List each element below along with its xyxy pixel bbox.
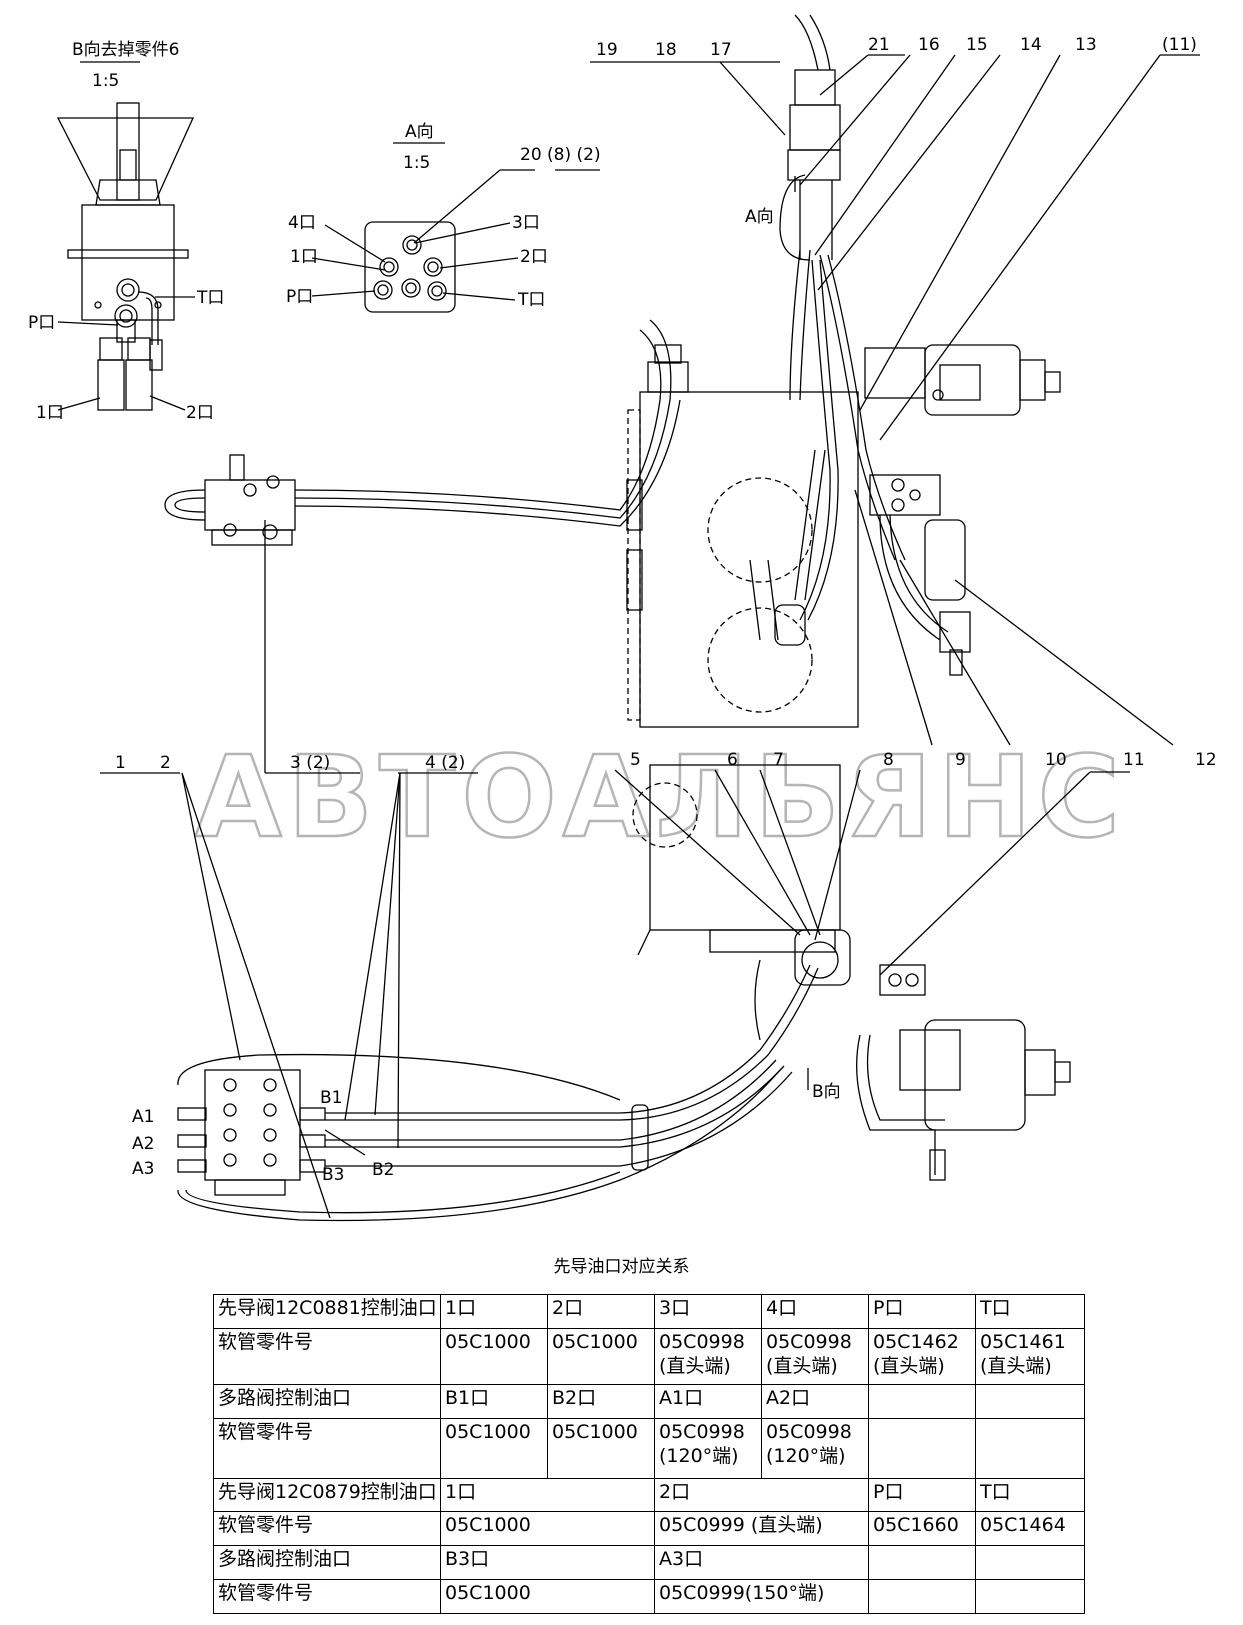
view-a-port-2: 2口 <box>520 247 548 267</box>
callout-7: 7 <box>773 750 784 770</box>
table-row: 软管零件号 05C1000 05C1000 05C0998(直头端) 05C09… <box>213 1327 1085 1385</box>
table-row: 多路阀控制油口 B3口 A3口 <box>213 1545 1085 1581</box>
view-a-title: A向 <box>405 122 434 142</box>
view-a-callout: 20 (8) (2) <box>520 145 601 165</box>
callout-18: 18 <box>655 40 677 60</box>
callout-15: 15 <box>966 35 988 55</box>
callout-11: 11 <box>1123 750 1145 770</box>
callout-16: 16 <box>918 35 940 55</box>
table-row: 多路阀控制油口 B1口 B2口 A1口 A2口 <box>213 1383 1085 1419</box>
upper-leaders <box>590 54 1200 1090</box>
callout-14: 14 <box>1020 35 1042 55</box>
view-b-port-t: T口 <box>196 288 224 308</box>
direction-a-label: A向 <box>745 207 774 227</box>
upper-assembly <box>164 14 1061 728</box>
table-row: 先导阀12C0881控制油口 1口 2口 3口 4口 P口 T口 <box>213 1294 1085 1329</box>
view-b-scale: 1:5 <box>92 71 119 91</box>
callout-10: 10 <box>1045 750 1067 770</box>
valve-port-a2: A2 <box>132 1134 154 1154</box>
lower-assembly <box>100 520 1130 1222</box>
view-a-port-3: 3口 <box>512 213 540 233</box>
view-b-title: B向去掉零件6 <box>72 40 179 60</box>
callout-6: 6 <box>727 750 738 770</box>
callout-21: 21 <box>868 35 890 55</box>
table-title: 先导油口对应关系 <box>553 1257 690 1277</box>
view-a-valve-ports <box>311 142 600 313</box>
table-row: 软管零件号 05C1000 05C1000 05C0998(120°端) 05C… <box>213 1417 1085 1479</box>
view-b-port-2: 2口 <box>186 403 214 423</box>
valve-port-a3: A3 <box>132 1159 154 1179</box>
callout-12: 12 <box>1195 750 1217 770</box>
valve-port-b3: B3 <box>322 1165 344 1185</box>
direction-b-label: B向 <box>812 1082 841 1102</box>
view-a-scale: 1:5 <box>403 153 430 173</box>
table-row: 先导阀12C0879控制油口 1口 2口 P口 T口 <box>213 1477 1085 1513</box>
watermark: АВТОАЛЬЯНС <box>195 733 1126 863</box>
valve-port-b1: B1 <box>320 1088 342 1108</box>
view-a-port-p: P口 <box>286 287 313 307</box>
callout-3: 3 (2) <box>290 753 330 773</box>
port-mapping-table: 先导阀12C0881控制油口 1口 2口 3口 4口 P口 T口 软管零件号 0… <box>213 1294 1085 1614</box>
callout-9: 9 <box>955 750 966 770</box>
table-row: 软管零件号 05C1000 05C0999 (直头端) 05C1660 05C1… <box>213 1511 1085 1547</box>
table-row: 软管零件号 05C1000 05C0999(150°端) <box>213 1579 1085 1614</box>
callout-11-ref: (11) <box>1162 35 1197 55</box>
callout-4: 4 (2) <box>425 753 465 773</box>
valve-port-b2: B2 <box>372 1160 394 1180</box>
callout-5: 5 <box>630 750 641 770</box>
view-a-port-t: T口 <box>517 290 545 310</box>
view-a-port-1: 1口 <box>290 247 318 267</box>
view-b-pilot-valve <box>56 61 195 411</box>
callout-2: 2 <box>160 753 171 773</box>
view-b-port-p: P口 <box>28 313 55 333</box>
callout-13: 13 <box>1075 35 1097 55</box>
callout-17: 17 <box>710 40 732 60</box>
callout-19: 19 <box>596 40 618 60</box>
callout-1: 1 <box>115 753 126 773</box>
view-b-port-1: 1口 <box>36 403 64 423</box>
valve-port-a1: A1 <box>132 1107 154 1127</box>
view-a-port-4: 4口 <box>288 213 316 233</box>
callout-8: 8 <box>883 750 894 770</box>
